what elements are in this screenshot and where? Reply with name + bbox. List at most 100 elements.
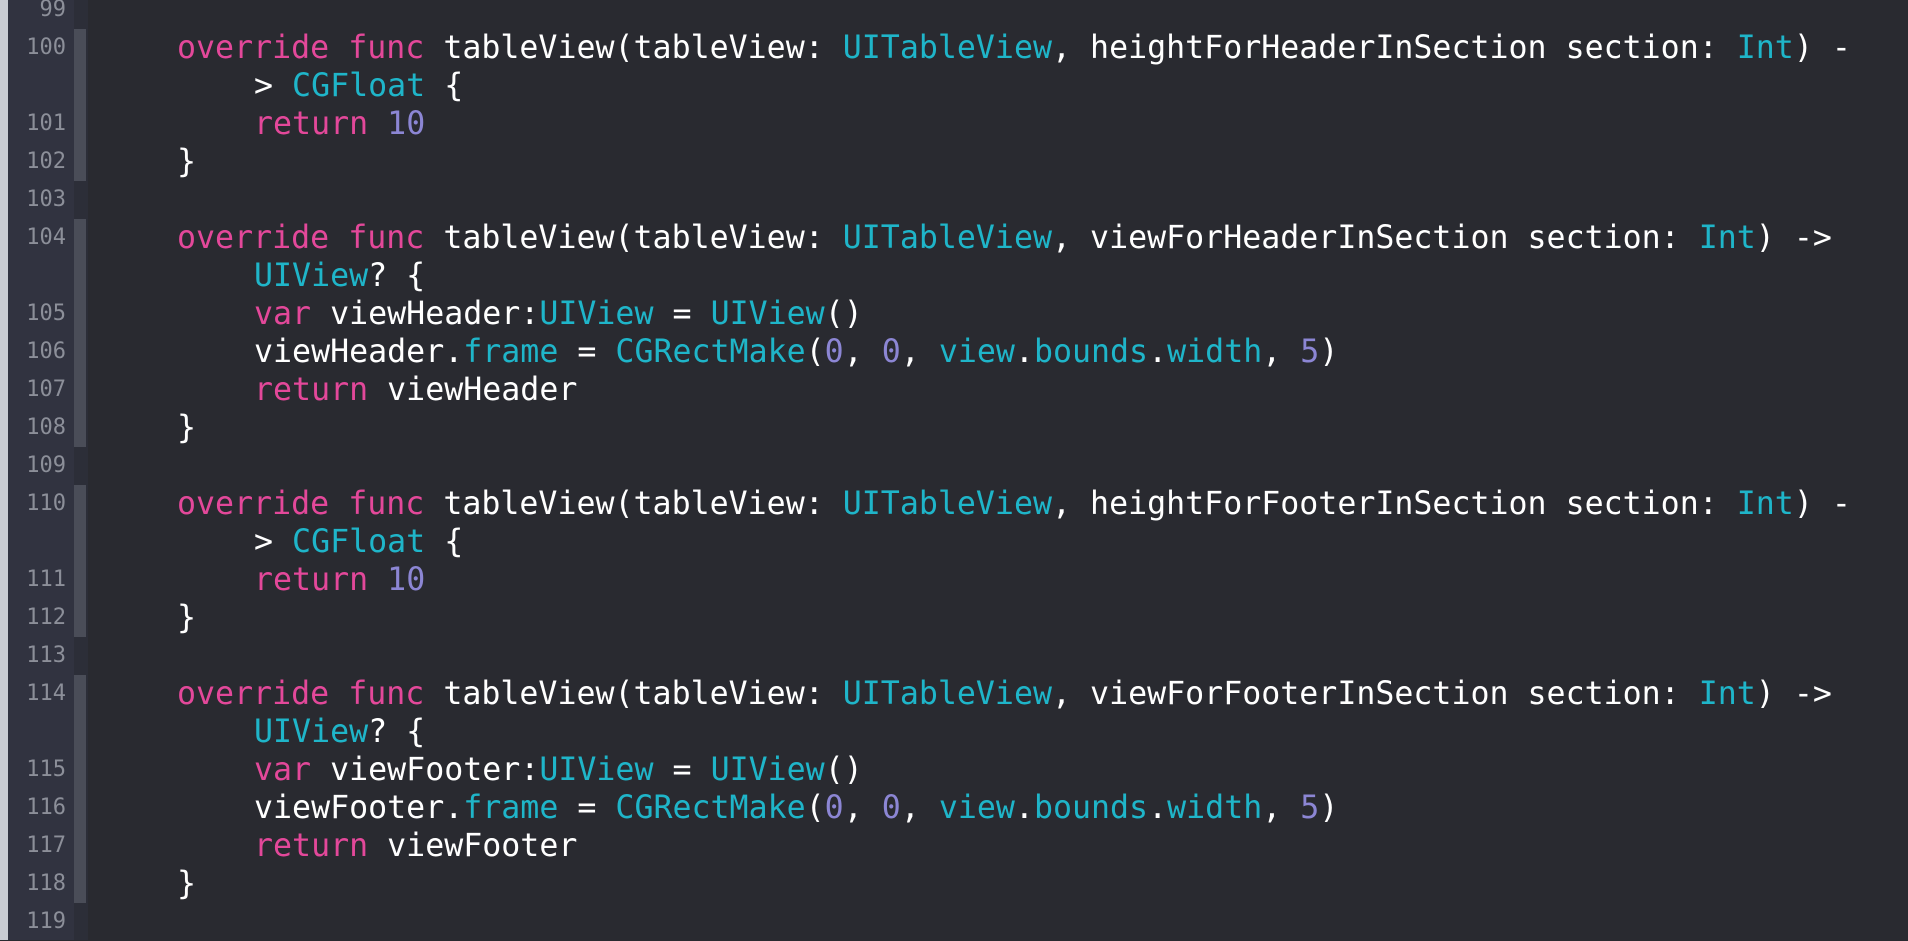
code-text[interactable]: } [177, 143, 196, 181]
line-number: 107 [26, 377, 66, 402]
line-number: 117 [26, 833, 66, 858]
code-text[interactable]: } [177, 865, 196, 903]
type-token: UIView [539, 752, 654, 788]
line-number: 119 [26, 909, 66, 934]
code-line[interactable]: 108} [0, 409, 1908, 447]
fold-marker[interactable] [74, 485, 86, 523]
keyword-token: return [254, 106, 369, 142]
code-line[interactable]: 103 [0, 181, 1908, 219]
type-token: UITableView [842, 220, 1052, 256]
line-number: 104 [26, 225, 66, 250]
code-text[interactable]: override func tableView(tableView: UITab… [177, 485, 1851, 523]
plain-token [329, 486, 348, 522]
code-line[interactable]: UIView? { [0, 713, 1908, 751]
code-text[interactable]: return viewFooter [254, 827, 577, 865]
type-token: width [1167, 334, 1263, 370]
fold-marker[interactable] [74, 675, 86, 713]
window-edge [0, 0, 8, 940]
code-text[interactable]: } [177, 409, 196, 447]
line-number [8, 67, 66, 105]
fold-marker[interactable] [74, 599, 86, 637]
plain-token: } [177, 410, 197, 446]
code-line[interactable]: 117 return viewFooter [0, 827, 1908, 865]
type-token: CGFloat [292, 68, 426, 104]
code-line[interactable]: 116 viewFooter.frame = CGRectMake(0, 0, v… [0, 789, 1908, 827]
code-line[interactable]: UIView? { [0, 257, 1908, 295]
line-number-gutter [8, 0, 74, 940]
fold-marker[interactable] [74, 827, 86, 865]
code-line[interactable]: > CGFloat { [0, 523, 1908, 561]
fold-marker[interactable] [74, 789, 86, 827]
code-text[interactable]: var viewFooter:UIView = UIView() [254, 751, 863, 789]
code-line[interactable]: 109 [0, 447, 1908, 485]
code-line[interactable]: 112} [0, 599, 1908, 637]
plain-token: ) - [1793, 30, 1851, 66]
plain-token: ) [1319, 790, 1339, 826]
code-line[interactable]: 114 override func tableView(tableView: UI… [0, 675, 1908, 713]
fold-marker[interactable] [74, 143, 86, 181]
code-text[interactable]: viewFooter.frame = CGRectMake(0, 0, view… [254, 789, 1338, 827]
plain-token: ) -> [1755, 676, 1832, 712]
code-line[interactable]: 119 [0, 903, 1908, 941]
fold-marker[interactable] [74, 409, 86, 447]
plain-token: . [1148, 334, 1168, 370]
fold-marker[interactable] [74, 333, 86, 371]
fold-marker[interactable] [74, 29, 86, 67]
fold-marker[interactable] [74, 713, 86, 751]
line-number: 116 [26, 795, 66, 820]
line-number: 118 [26, 871, 66, 896]
fold-marker[interactable] [74, 865, 86, 903]
line-number: 114 [26, 681, 66, 706]
code-text[interactable]: override func tableView(tableView: UITab… [177, 675, 1832, 713]
code-text[interactable]: UIView? { [254, 257, 425, 295]
type-token: bounds [1033, 334, 1149, 370]
code-line[interactable]: 105 var viewHeader:UIView = UIView() [0, 295, 1908, 333]
fold-marker[interactable] [74, 67, 86, 105]
code-text[interactable]: return 10 [254, 561, 425, 599]
code-text[interactable]: override func tableView(tableView: UITab… [177, 29, 1851, 67]
code-line[interactable]: 102} [0, 143, 1908, 181]
code-line[interactable]: 113 [0, 637, 1908, 675]
fold-marker[interactable] [74, 371, 86, 409]
plain-token: . [1014, 334, 1034, 370]
keyword-token: var [254, 752, 312, 788]
type-token: width [1167, 790, 1263, 826]
fold-marker[interactable] [74, 257, 86, 295]
code-line[interactable]: 99 [0, 0, 1908, 29]
code-text[interactable]: > CGFloat { [254, 523, 463, 561]
code-line[interactable]: 104 override func tableView(tableView: UI… [0, 219, 1908, 257]
code-text[interactable]: return viewHeader [254, 371, 577, 409]
line-number [8, 523, 66, 561]
plain-token: , [843, 334, 882, 370]
fold-marker[interactable] [74, 219, 86, 257]
code-text[interactable]: viewHeader.frame = CGRectMake(0, 0, view… [254, 333, 1338, 371]
plain-token: { [425, 68, 464, 104]
code-text[interactable]: override func tableView(tableView: UITab… [177, 219, 1832, 257]
code-text[interactable]: return 10 [254, 105, 425, 143]
code-line[interactable]: 118} [0, 865, 1908, 903]
code-text[interactable]: UIView? { [254, 713, 425, 751]
fold-marker[interactable] [74, 295, 86, 333]
type-token: UITableView [842, 30, 1052, 66]
plain-token: . [1148, 790, 1168, 826]
code-text[interactable]: var viewHeader:UIView = UIView() [254, 295, 863, 333]
code-line[interactable]: 107 return viewHeader [0, 371, 1908, 409]
fold-marker[interactable] [74, 561, 86, 599]
code-text[interactable]: } [177, 599, 196, 637]
fold-marker[interactable] [74, 751, 86, 789]
type-token: UITableView [842, 486, 1052, 522]
code-line[interactable]: > CGFloat { [0, 67, 1908, 105]
line-number: 105 [26, 301, 66, 326]
fold-marker[interactable] [74, 105, 86, 143]
code-text[interactable]: > CGFloat { [254, 67, 463, 105]
fold-marker[interactable] [74, 523, 86, 561]
number-token: 0 [881, 790, 901, 826]
